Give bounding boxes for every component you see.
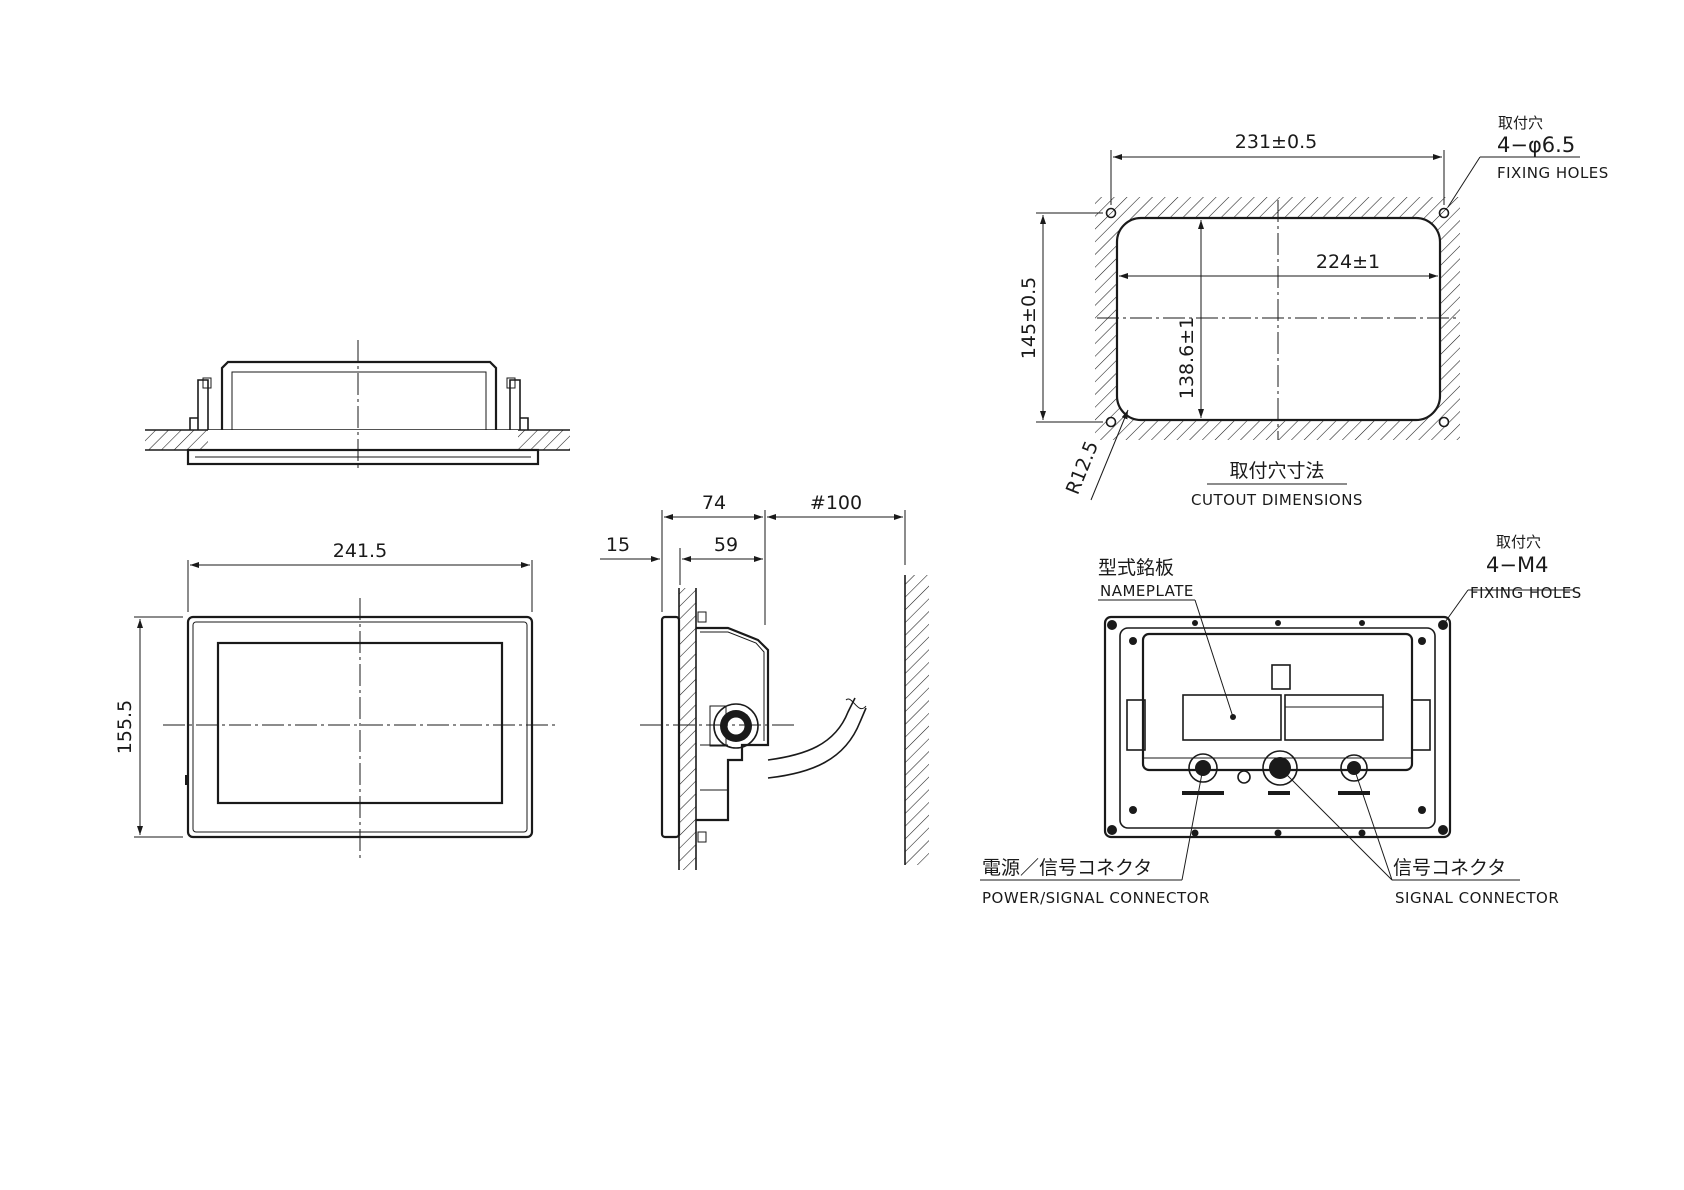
side-depth-body-dim: 59 [714, 534, 738, 556]
rear-hole-bl [1107, 825, 1117, 835]
side-depth-total-dim: 74 [702, 492, 726, 514]
front-height-dim: 155.5 [114, 700, 136, 754]
cutout-title-jp: 取付穴寸法 [1229, 460, 1324, 482]
power-connector-en: POWER/SIGNAL CONNECTOR [982, 889, 1210, 907]
nameplate-jp: 型式銘板 [1098, 557, 1174, 579]
rear-hole-tl [1107, 620, 1117, 630]
nameplate-en: NAMEPLATE [1100, 582, 1194, 600]
rear-fixing-en: FIXING HOLES [1470, 584, 1582, 602]
rear-fixing-spec: 4−M4 [1486, 553, 1548, 577]
cutout-fixing-spec: 4−φ6.5 [1497, 133, 1575, 157]
side-clearance-dim: #100 [810, 492, 862, 514]
side-view: 74 #100 59 15 [600, 492, 929, 870]
cutout-view: 231±0.5 224±1 145±0.5 138.6±1 R12.5 取付穴 … [1018, 114, 1609, 509]
cutout-radius-dim: R12.5 [1062, 438, 1103, 498]
side-bezel [662, 617, 679, 837]
rear-bezel [1105, 617, 1450, 837]
front-view: 241.5 155.5 [114, 540, 557, 860]
cutout-pitch-h-dim: 145±0.5 [1018, 277, 1040, 359]
power-connector-jp: 電源／信号コネクタ [982, 857, 1152, 879]
rear-hole-br [1438, 825, 1448, 835]
cutout-fixing-jp: 取付穴 [1498, 114, 1543, 132]
signal-connector-jp: 信号コネクタ [1393, 857, 1506, 879]
rear-fixing-jp: 取付穴 [1496, 533, 1541, 551]
cutout-fixing-en: FIXING HOLES [1497, 164, 1609, 182]
side-panel-dim: 15 [606, 534, 630, 556]
rear-view: 型式銘板 NAMEPLATE 取付穴 4−M4 FIXING HOLES 電源／… [980, 533, 1582, 907]
cutout-width-dim: 224±1 [1316, 251, 1380, 273]
cutout-title-en: CUTOUT DIMENSIONS [1191, 491, 1363, 509]
signal-connector-en: SIGNAL CONNECTOR [1395, 889, 1559, 907]
top-view [145, 340, 570, 472]
front-width-dim: 241.5 [333, 540, 387, 562]
cutout-pitch-w-dim: 231±0.5 [1235, 131, 1317, 153]
cutout-height-dim: 138.6±1 [1176, 317, 1198, 399]
side-panel-hatch [679, 588, 696, 870]
wall-hatch [905, 575, 929, 865]
